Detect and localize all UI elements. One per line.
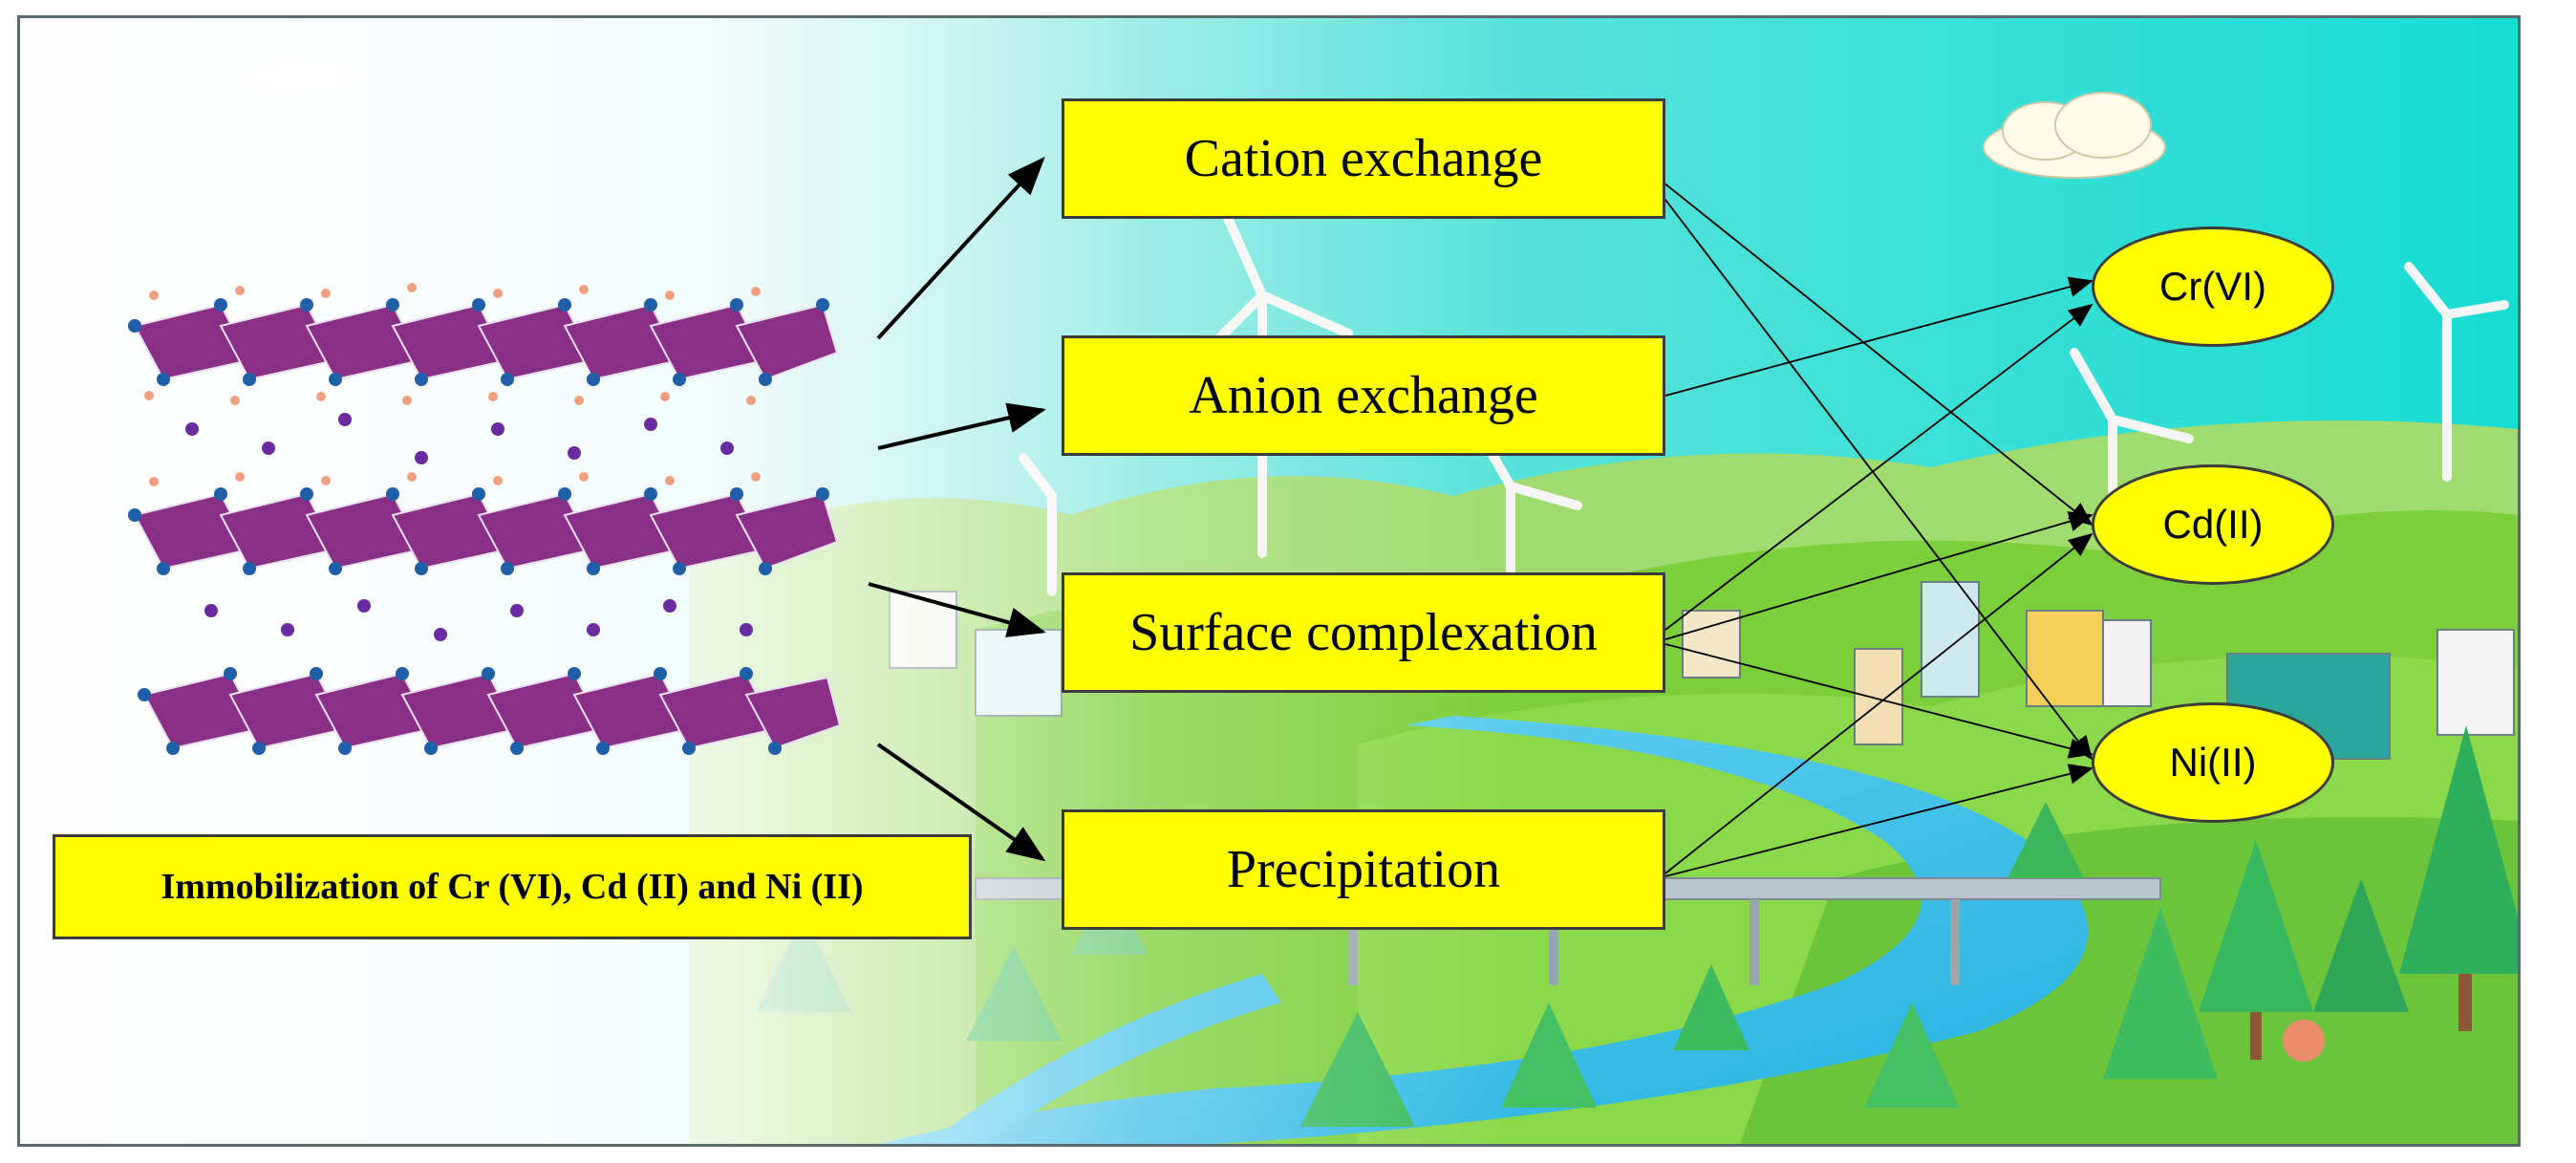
layered-crystal-structure-illustration [128,283,842,755]
surface-complexation-box: Surface complexation [1062,572,1665,693]
arrow-layer [868,157,2093,877]
arrow-crystal-to-precipitation [876,743,1046,862]
arrow-crystal-to-surface-complexation [868,582,1046,637]
cation-exchange-label: Cation exchange [1184,129,1543,188]
ni-ii-label: Ni(II) [2169,740,2257,785]
immobilization-caption-box: Immobilization of Cr (VI), Cd (II) and N… [53,834,972,939]
arrow-precipitation-to-ni [1664,764,2093,877]
cr-vi-label: Cr(VI) [2159,264,2266,309]
arrow-anion-to-cr [1664,276,2093,397]
figure-frame: Cation exchange Anion exchange Surface c… [17,15,2521,1147]
surface-complexation-label: Surface complexation [1129,603,1598,662]
arrow-surface-to-ni [1664,643,2093,759]
cd-ii-label: Cd(II) [2162,502,2264,547]
anion-exchange-box: Anion exchange [1062,335,1665,456]
cation-exchange-box: Cation exchange [1062,98,1665,219]
arrow-surface-to-cr [1664,303,2093,631]
arrow-cation-to-ni [1634,159,2093,761]
precipitation-box: Precipitation [1062,809,1665,930]
arrow-precipitation-to-cd [1664,532,2093,874]
immobilization-caption: Immobilization of Cr (VI), Cd (II) and N… [161,867,864,907]
cd-ii-ellipse: Cd(II) [2092,464,2334,585]
arrow-crystal-to-cation-exchange [876,157,1045,340]
ni-ii-ellipse: Ni(II) [2092,702,2334,823]
anion-exchange-label: Anion exchange [1189,366,1538,425]
arrow-crystal-to-anion-exchange [877,402,1046,450]
cr-vi-ellipse: Cr(VI) [2092,226,2334,347]
arrow-surface-to-cd [1664,511,2093,640]
precipitation-label: Precipitation [1226,840,1501,899]
